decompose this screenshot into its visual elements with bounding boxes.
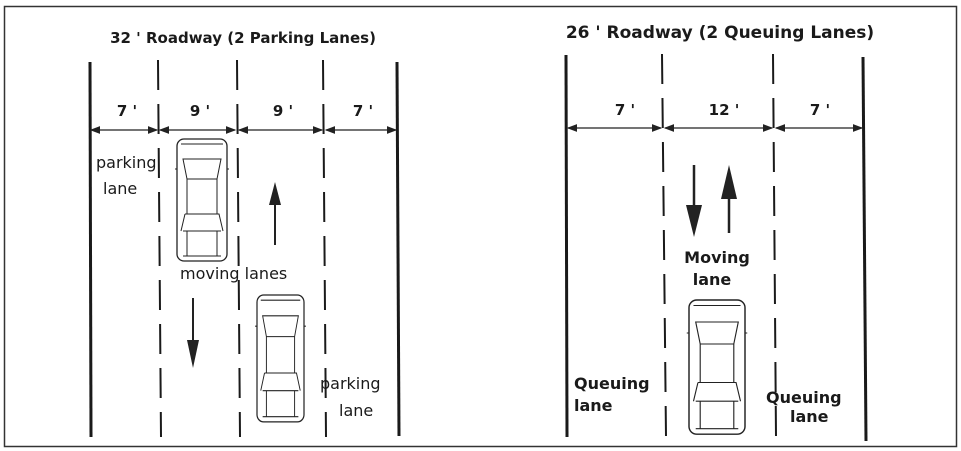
moving-lanes-label: moving lanes xyxy=(180,264,287,283)
queued-car-icon xyxy=(686,299,748,435)
parked-car-icon xyxy=(254,294,307,423)
lane-divider xyxy=(322,59,327,438)
curb-line xyxy=(564,54,569,438)
width-label: 12 ' xyxy=(709,101,740,119)
width-label: 7 ' xyxy=(615,101,635,119)
lane-divider xyxy=(661,53,667,438)
lane-divider xyxy=(772,53,777,438)
arrow-up-icon xyxy=(269,182,281,245)
left-title: 32 ' Roadway (2 Parking Lanes) xyxy=(110,29,376,47)
width-label: 9 ' xyxy=(273,102,293,120)
queuing-lane-label: lane xyxy=(790,407,829,426)
lane-divider xyxy=(236,59,241,438)
curb-line xyxy=(861,56,868,442)
moving-lane-label: Moving xyxy=(684,248,750,267)
left-roadway: 32 ' Roadway (2 Parking Lanes) 7 ' 9 ' 9… xyxy=(88,29,401,438)
parking-lane-label: lane xyxy=(103,179,137,198)
right-title: 26 ' Roadway (2 Queuing Lanes) xyxy=(566,23,874,43)
parking-lane-label: lane xyxy=(339,401,373,420)
parked-car-icon xyxy=(174,138,230,262)
arrow-up-icon xyxy=(721,165,737,233)
width-label: 7 ' xyxy=(353,102,373,120)
parking-lane-label: parking xyxy=(320,374,381,393)
queuing-lane-label: Queuing xyxy=(766,388,842,407)
queuing-lane-label: Queuing xyxy=(574,374,650,393)
width-label: 9 ' xyxy=(190,102,210,120)
curb-line xyxy=(395,61,401,437)
arrow-down-icon xyxy=(686,165,702,237)
queuing-lane-label: lane xyxy=(574,396,613,415)
arrow-down-icon xyxy=(187,298,199,368)
right-roadway: 26 ' Roadway (2 Queuing Lanes) 7 ' 12 ' … xyxy=(564,23,874,442)
parking-lane-label: parking xyxy=(96,153,157,172)
figure-frame xyxy=(3,5,958,448)
lane-divider xyxy=(157,59,162,438)
width-label: 7 ' xyxy=(117,102,137,120)
moving-lane-label: lane xyxy=(693,270,732,289)
curb-line xyxy=(88,61,93,438)
width-label: 7 ' xyxy=(810,101,830,119)
